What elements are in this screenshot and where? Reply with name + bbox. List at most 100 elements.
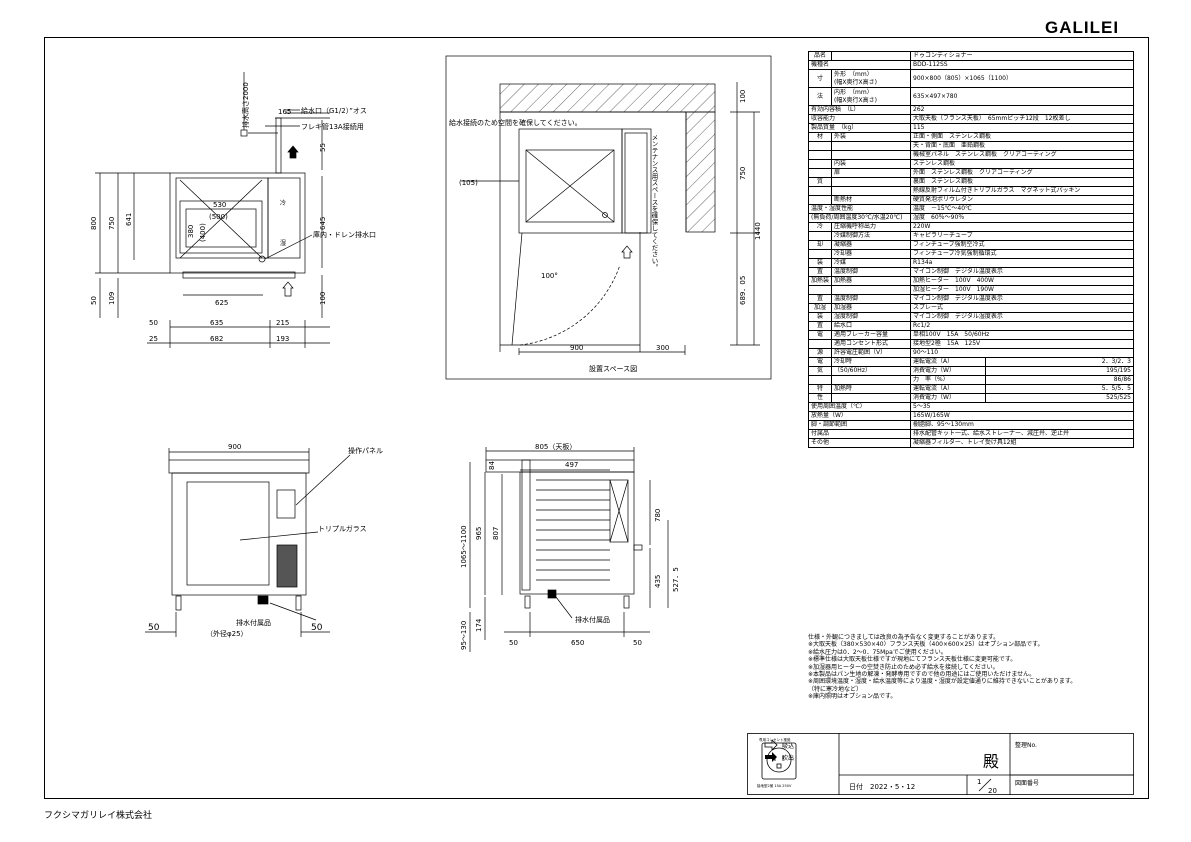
exhaust-arrow-icon <box>765 752 777 762</box>
spec-cell: 電 <box>807 330 833 340</box>
spec-cell: 温度 －15℃～40℃ <box>910 204 1134 214</box>
dim-105: (105) <box>459 179 478 187</box>
seiri-label: 整理No. <box>1015 741 1037 749</box>
dim-645: 645 <box>319 217 327 230</box>
triple-glass-label: トリプルガラス <box>318 524 367 533</box>
spec-cell: 大取天板（フランス天板） 65mmピッチ12段 12枚差し <box>910 114 1134 124</box>
spec-cell: 262 <box>910 105 1134 115</box>
spec-cell: 5．5/5．5 <box>985 384 1134 394</box>
elec-row: 性消費電力（W）525/525 <box>807 393 1134 403</box>
spec-cell <box>831 51 912 61</box>
spec-cell: 温度・湿度性能 <box>807 204 912 214</box>
spec-cell: 品名 <box>807 51 833 61</box>
outer-diameter-label: （外径φ25） <box>206 629 248 638</box>
spec-row: 付属品排水配管キット一式、給水ストレーナー、減圧弁、逆止弁 <box>807 429 1134 439</box>
front-view <box>145 448 351 637</box>
spec-cell <box>831 393 912 403</box>
inner-drain-label: 庫内・ドレン排水口 <box>313 230 376 239</box>
maintenance-note: メンテナンス用スペースを確保してください。 <box>650 134 658 271</box>
spec-cell <box>807 150 833 160</box>
spec-cell: ドゥコンディショナー <box>910 51 1134 61</box>
spec-notes: 仕様・外観につきましては改良の為予告なく変更することがあります。※大取天板（38… <box>808 634 1076 701</box>
spec-cell: 製品質量 （kg） <box>807 123 912 133</box>
spec-row: その他凝縮器フィルター、トレイ受け具12組 <box>807 438 1134 448</box>
spec-cell: 扉 <box>831 168 912 178</box>
spec-cell <box>807 375 833 385</box>
spec-cell <box>807 285 833 295</box>
date-label: 日付 2022・5・12 <box>849 782 915 791</box>
spec-row: 却凝縮器フィンチューブ強制空冷式 <box>807 240 1134 250</box>
spec-cell: 断熱材 <box>831 195 912 205</box>
dim-530: 530 <box>213 201 226 209</box>
elec-row: 気（50/60Hz）消費電力（W）195/195 <box>807 366 1134 376</box>
spec-row: 温度・湿度性能温度 －15℃～40℃ <box>807 204 1134 214</box>
spec-cell: 材 <box>807 132 833 142</box>
spec-cell: 気 <box>807 366 833 376</box>
spec-row: 品名 ドゥコンディショナー <box>807 51 1134 61</box>
dim-641: 641 <box>125 213 133 226</box>
note-line: ※大取天板（380×530×40）フランス天板（400×600×25）はオプショ… <box>808 641 1044 649</box>
spec-cell: 115 <box>910 123 1134 133</box>
spec-row: 有効内容積 （L）262 <box>807 105 1134 115</box>
spec-cell: 内形 （mm） (幅X奥行X高さ) <box>831 87 912 106</box>
spec-cell: 源 <box>807 348 833 358</box>
spec-cell: 冷媒 <box>831 258 912 268</box>
spec-row: 機械室パネル ステンレス鋼板 クリアコーティング <box>807 150 1134 160</box>
spec-cell: 装 <box>807 312 833 322</box>
intake-arrow-icon <box>764 740 778 750</box>
dim-109: 109 <box>108 292 116 305</box>
spec-row: 材外装正面・側面 ステンレス鋼板 <box>807 132 1134 142</box>
spec-cell: 許容電圧範囲（V） <box>831 348 912 358</box>
side-labels: 805（天板） 497 84 1065～1100 965 807 780 435… <box>460 442 680 650</box>
dim-800: 800 <box>90 217 98 230</box>
dim-400: (400) <box>199 223 207 242</box>
spec-cell: 樹脂脚、95～130mm <box>910 420 1134 430</box>
side-view <box>469 447 669 652</box>
spec-cell <box>807 141 833 151</box>
spec-cell: 525/525 <box>985 393 1134 403</box>
spec-cell: マイコン制御 デジタル湿度表示 <box>910 312 1134 322</box>
front-labels: 900 操作パネル トリプルガラス 排水付属品 （外径φ25） 50 50 <box>148 443 383 638</box>
spec-row: 熱線反射フィルム付きトリプルガラス マグネット式パッキン <box>807 186 1134 196</box>
spec-row: 電適用ブレーカー容量単相100V 15A 50/60Hz <box>807 330 1134 340</box>
spec-cell: 運転電流（A） <box>910 357 987 367</box>
spec-cell: 加湿 <box>807 303 833 313</box>
dim-300: 300 <box>656 344 669 352</box>
spec-cell <box>807 159 833 169</box>
spec-cell: 正面・側面 ステンレス鋼板 <box>910 132 1134 142</box>
door-angle: 100° <box>541 272 558 280</box>
spec-cell: 湿度制御 <box>831 312 912 322</box>
spec-cell: 機械室パネル ステンレス鋼板 クリアコーティング <box>910 150 1134 160</box>
spec-cell: 寸 <box>807 69 833 88</box>
spec-cell: 温度制御 <box>831 294 912 304</box>
spec-cell: 却 <box>807 240 833 250</box>
spec-cell: 力 率（%） <box>910 375 987 385</box>
humidity-mark: 湿 <box>280 239 286 247</box>
spec-cell: 適用コンセント形式 <box>831 339 912 349</box>
spec-row: 法内形 （mm） (幅X奥行X高さ)635×497×780 <box>807 87 1134 106</box>
spec-cell: 電 <box>807 357 833 367</box>
top-view <box>95 72 330 348</box>
legend-intake-label: 吸込 <box>782 742 795 750</box>
spec-cell: 性 <box>807 393 833 403</box>
spec-cell: 凝縮器フィルター、トレイ受け具12組 <box>910 438 1134 448</box>
spec-cell: 機種名 <box>807 60 912 70</box>
outlet-bottom-label: 接地型2極 15A 250V <box>757 783 792 788</box>
spec-cell: キャピラリーチューブ <box>910 231 1134 241</box>
spec-cell: 900×800（805）×1065（1100） <box>910 69 1134 88</box>
spec-cell: 外形 （mm） (幅X奥行X高さ) <box>831 69 912 88</box>
spec-cell: 冷 <box>807 222 833 232</box>
spec-cell <box>807 195 833 205</box>
spec-cell: 加熱時 <box>831 384 912 394</box>
supply-port-label: 給水口（G1/2）”オス <box>301 106 367 115</box>
spec-cell: 圧縮機呼称出力 <box>831 222 912 232</box>
spec-cell: 置 <box>807 267 833 277</box>
page-total: 20 <box>988 787 997 795</box>
elec-row: 特加熱時運転電流（A）5．5/5．5 <box>807 384 1134 394</box>
spec-row: 使用周囲温度（℃）5～35 <box>807 402 1134 412</box>
top-view-labels: 排水高さ2000 165 給水口（G1/2）”オス フレキ管13A接続用 55 … <box>90 82 376 343</box>
spec-cell: 接地型2極 15A 125V <box>910 339 1134 349</box>
spec-row: 加熱装加熱器加熱ヒーター 100V 400W <box>807 276 1134 286</box>
spec-cell: 天・背面・底面 亜鉛鋼板 <box>910 141 1134 151</box>
